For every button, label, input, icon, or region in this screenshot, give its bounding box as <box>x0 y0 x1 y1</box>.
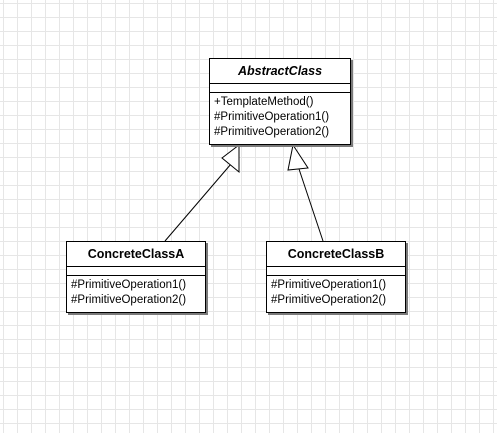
class-name-abstract: AbstractClass <box>210 59 350 84</box>
generalization-edge-concrete-b <box>287 143 324 242</box>
operations-compartment: #PrimitiveOperation1() #PrimitiveOperati… <box>267 276 405 310</box>
class-concrete-a[interactable]: ConcreteClassA #PrimitiveOperation1() #P… <box>66 241 206 313</box>
operation-primitive-1: #PrimitiveOperation1() <box>271 279 387 291</box>
operation-primitive-1: #PrimitiveOperation1() <box>71 279 187 291</box>
operation-primitive-2: #PrimitiveOperation2() <box>71 294 187 306</box>
attributes-compartment <box>67 267 205 276</box>
inheritance-arrowhead-a <box>221 143 240 174</box>
class-name-concrete-a: ConcreteClassA <box>67 242 205 267</box>
operation-template-method: +TemplateMethod() <box>214 96 314 108</box>
inheritance-arrowhead-b <box>287 143 309 171</box>
class-concrete-b[interactable]: ConcreteClassB #PrimitiveOperation1() #P… <box>266 241 406 313</box>
attributes-compartment <box>210 84 350 93</box>
operation-primitive-1: #PrimitiveOperation1() <box>214 111 330 123</box>
operations-compartment: +TemplateMethod() #PrimitiveOperation1()… <box>210 93 350 142</box>
operation-primitive-2: #PrimitiveOperation2() <box>214 126 330 138</box>
operation-primitive-2: #PrimitiveOperation2() <box>271 294 387 306</box>
attributes-compartment <box>267 267 405 276</box>
generalization-edge-concrete-a <box>164 143 240 242</box>
class-abstract[interactable]: AbstractClass +TemplateMethod() #Primiti… <box>209 58 351 145</box>
edge-line-b <box>298 168 324 242</box>
edge-line-a <box>164 163 232 242</box>
operations-compartment: #PrimitiveOperation1() #PrimitiveOperati… <box>67 276 205 310</box>
class-name-concrete-b: ConcreteClassB <box>267 242 405 267</box>
